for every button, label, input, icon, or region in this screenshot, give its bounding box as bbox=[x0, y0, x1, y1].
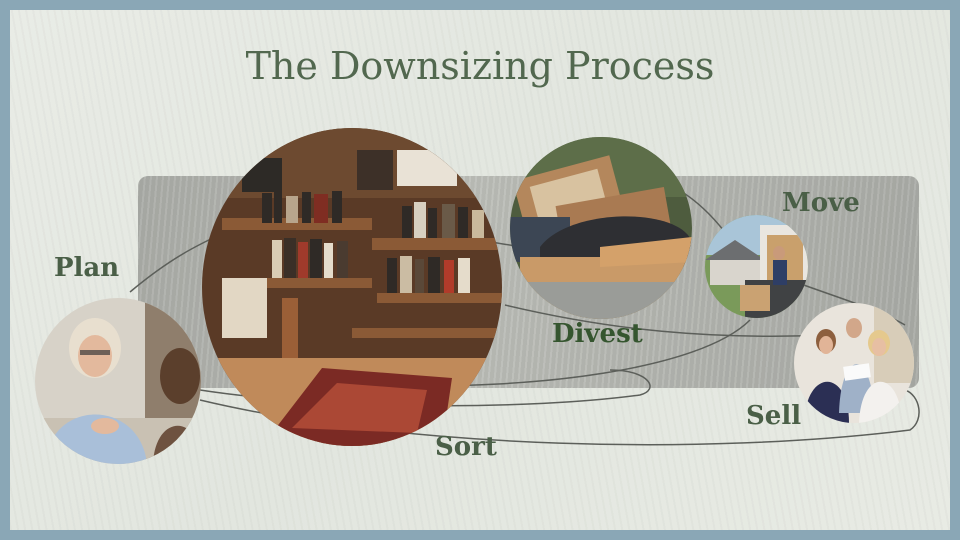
slide-title: The Downsizing Process bbox=[245, 44, 715, 88]
plan-photo bbox=[35, 298, 201, 464]
connector-divest-sell bbox=[504, 304, 831, 337]
label-sell: Sell bbox=[746, 401, 802, 431]
label-divest: Divest bbox=[552, 319, 643, 349]
move-photo bbox=[705, 215, 808, 318]
sell-photo bbox=[794, 303, 914, 423]
slide: The Downsizing Process bbox=[10, 10, 950, 530]
label-sort: Sort bbox=[435, 432, 497, 462]
sort-photo bbox=[202, 128, 502, 446]
divest-photo bbox=[510, 137, 692, 319]
label-plan: Plan bbox=[54, 253, 120, 283]
label-move: Move bbox=[782, 188, 860, 218]
